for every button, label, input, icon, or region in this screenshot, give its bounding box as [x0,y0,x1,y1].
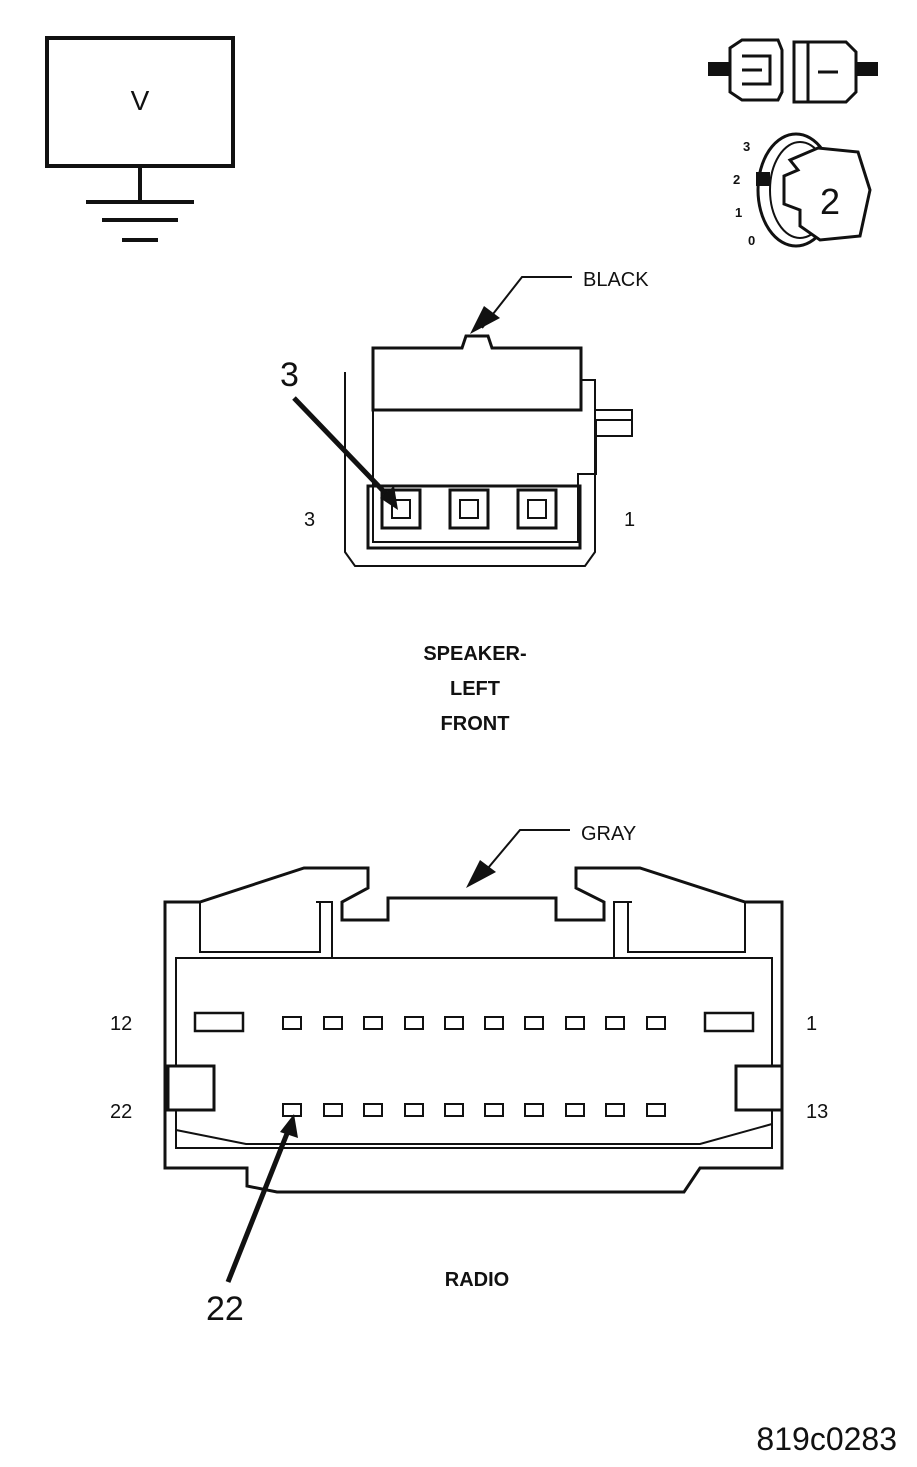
ignition-pos-2: 2 [733,172,740,187]
radio-row1-right-label: 1 [806,1013,817,1035]
black-leader-line [481,276,572,329]
radio-pin [484,1103,504,1117]
speaker-pin-right-label: 1 [624,509,635,531]
gray-leader-line [477,829,570,881]
speaker-pin-1 [516,488,558,530]
radio-pin-row-2 [282,1103,666,1117]
ignition-selected-label: 2 [820,181,840,222]
radio-pin [363,1103,383,1117]
radio-pin [524,1103,544,1117]
radio-color-label: GRAY [581,823,636,845]
radio-pin-row-1 [282,1016,666,1030]
radio-pin [323,1016,343,1030]
speaker-name-line-2: LEFT [450,678,500,700]
radio-pin [404,1016,424,1030]
radio-row2-right-label: 13 [806,1101,828,1123]
radio-pin [646,1103,666,1117]
speaker-pin-2 [448,488,490,530]
radio-row2-left-label: 22 [110,1101,132,1123]
radio-pin [363,1016,383,1030]
voltmeter-symbol: V [45,36,235,242]
figure-id: 819c0283 [756,1421,897,1457]
radio-pin [444,1016,464,1030]
radio-pin [323,1103,343,1117]
radio-pin [565,1103,585,1117]
speaker-pin-left-label: 3 [304,509,315,531]
speaker-name-line-3: FRONT [441,713,510,735]
ignition-pos-0: 0 [748,233,755,248]
radio-row1-left-label: 12 [110,1013,132,1035]
radio-connector: GRAY 12 1 22 13 22 RADIO [110,823,828,1328]
voltmeter-label: V [131,85,150,116]
speaker-color-label: BLACK [583,269,649,291]
connector-disconnect-icon [708,38,878,104]
speaker-name-line-1: SPEAKER- [423,643,526,665]
ignition-pos-1: 1 [735,205,742,220]
ignition-switch-icon: 3 2 1 0 2 [733,132,872,248]
speaker-callout-number: 3 [280,356,299,394]
radio-pin [646,1016,666,1030]
radio-pin [484,1016,504,1030]
ignition-pos-3: 3 [743,139,750,154]
radio-pin [605,1016,625,1030]
radio-pin [282,1016,302,1030]
radio-callout-arrow [225,1125,293,1283]
radio-pin [444,1103,464,1117]
speaker-connector: BLACK 3 3 1 SPEAKER- LEFT FRONT [280,269,649,735]
radio-name-label: RADIO [445,1269,509,1291]
radio-pin [565,1016,585,1030]
speaker-callout-arrow [292,396,394,502]
radio-pin [524,1016,544,1030]
radio-callout-number: 22 [206,1290,244,1328]
radio-pin-22 [282,1103,302,1117]
radio-pin [404,1103,424,1117]
radio-pin [605,1103,625,1117]
